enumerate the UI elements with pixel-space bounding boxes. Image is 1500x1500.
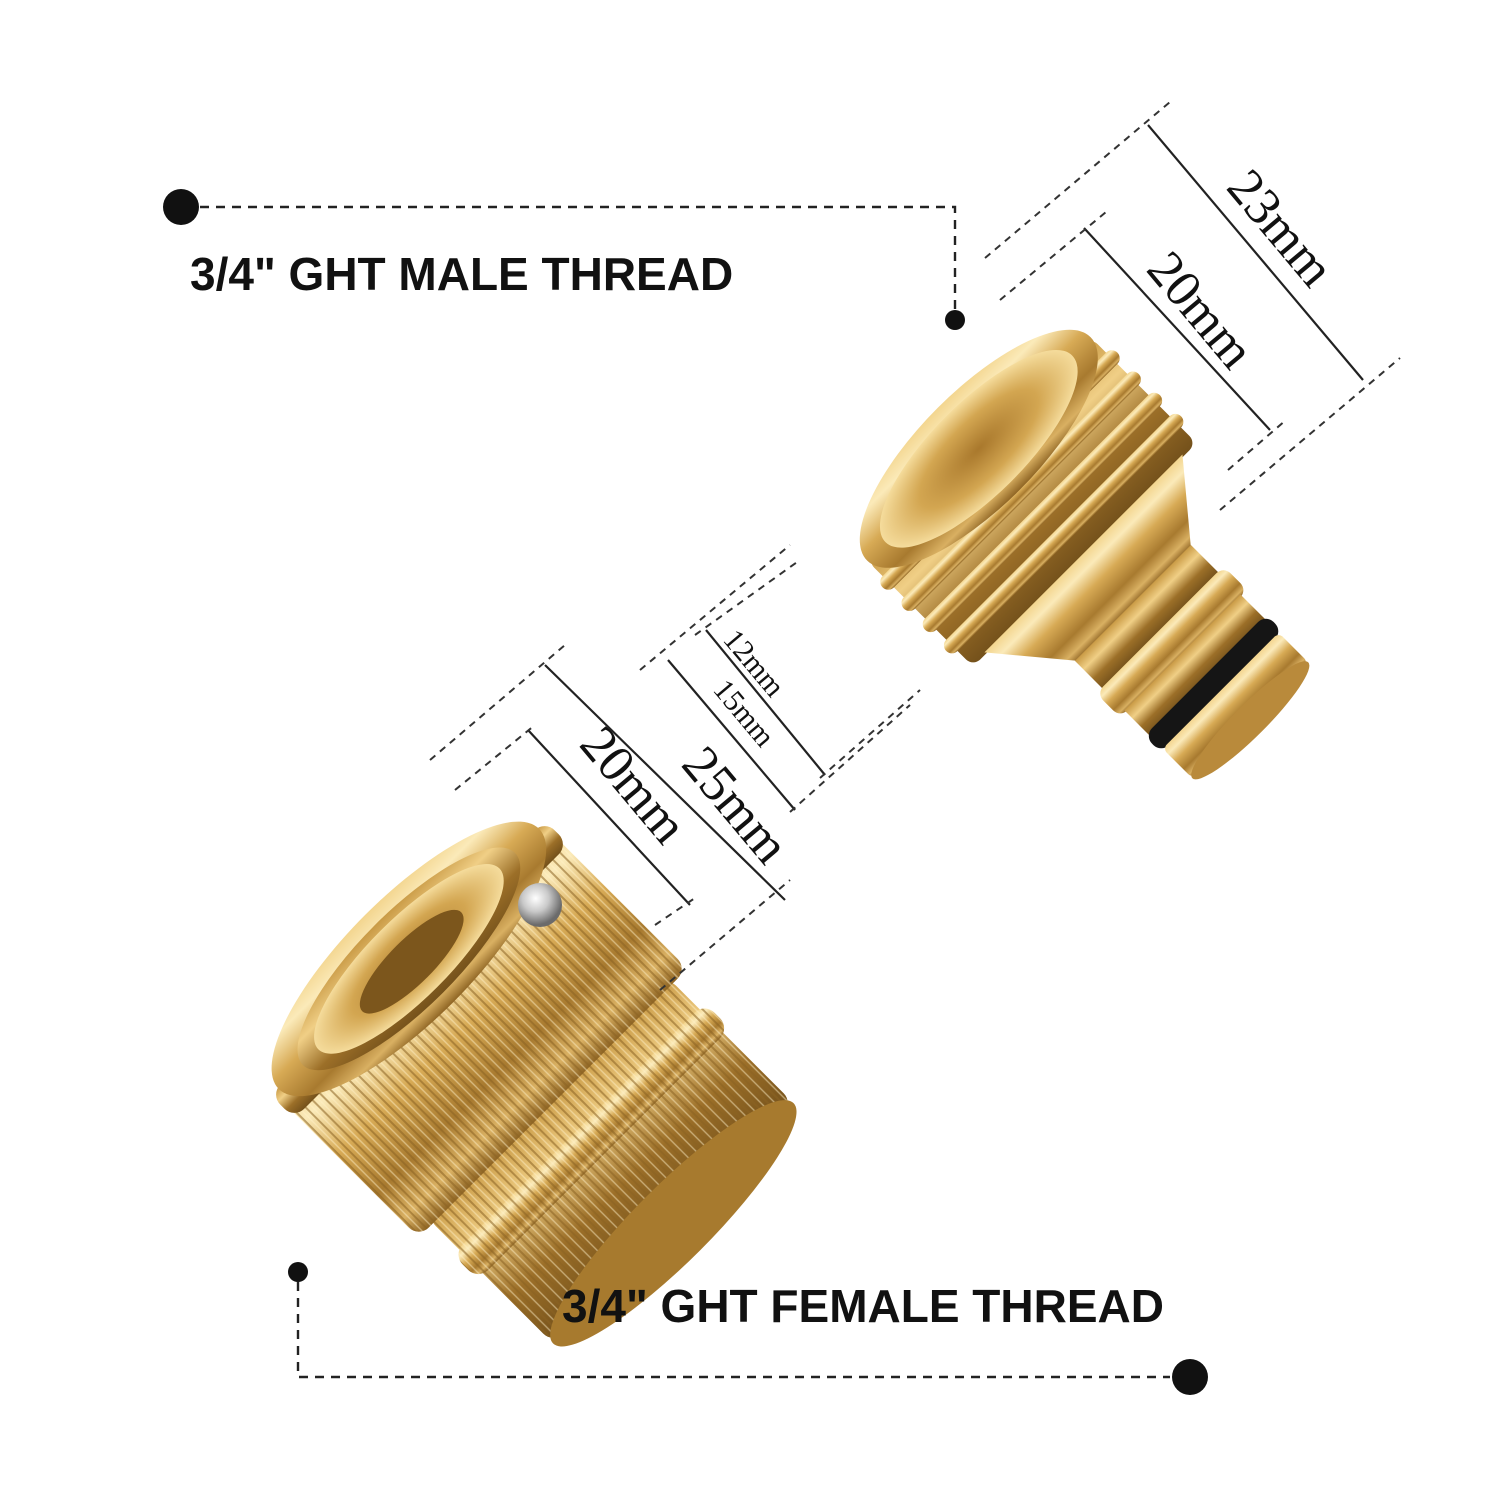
male-collar — [1100, 570, 1244, 714]
female-fitting — [271, 821, 797, 1347]
callout-dot-female — [1172, 1359, 1208, 1395]
o-ring — [1148, 618, 1279, 749]
male-taper — [984, 454, 1191, 661]
dim-female-inner-label: 20mm — [569, 716, 698, 854]
male-bore — [879, 349, 1078, 548]
callout-female: 3/4" GHT FEMALE THREAD — [288, 1262, 1208, 1395]
male-neck — [1074, 544, 1220, 690]
male-thread-label: 3/4" GHT MALE THREAD — [190, 248, 733, 300]
callout-dot-male — [163, 189, 199, 225]
dim-female-outer-label: 25mm — [671, 736, 800, 874]
female-rear-end — [550, 1100, 797, 1347]
steel-ball — [518, 883, 562, 927]
male-fitting — [859, 329, 1310, 780]
callout-male: 3/4" GHT MALE THREAD — [163, 189, 965, 330]
male-nipple-tip — [1165, 635, 1306, 776]
callout-endpoint-male — [945, 310, 965, 330]
female-thread-label: 3/4" GHT FEMALE THREAD — [562, 1280, 1164, 1332]
dim-male-inner-label: 20mm — [1136, 241, 1265, 379]
callout-endpoint-female — [288, 1262, 308, 1282]
male-thread-body — [871, 341, 1193, 663]
